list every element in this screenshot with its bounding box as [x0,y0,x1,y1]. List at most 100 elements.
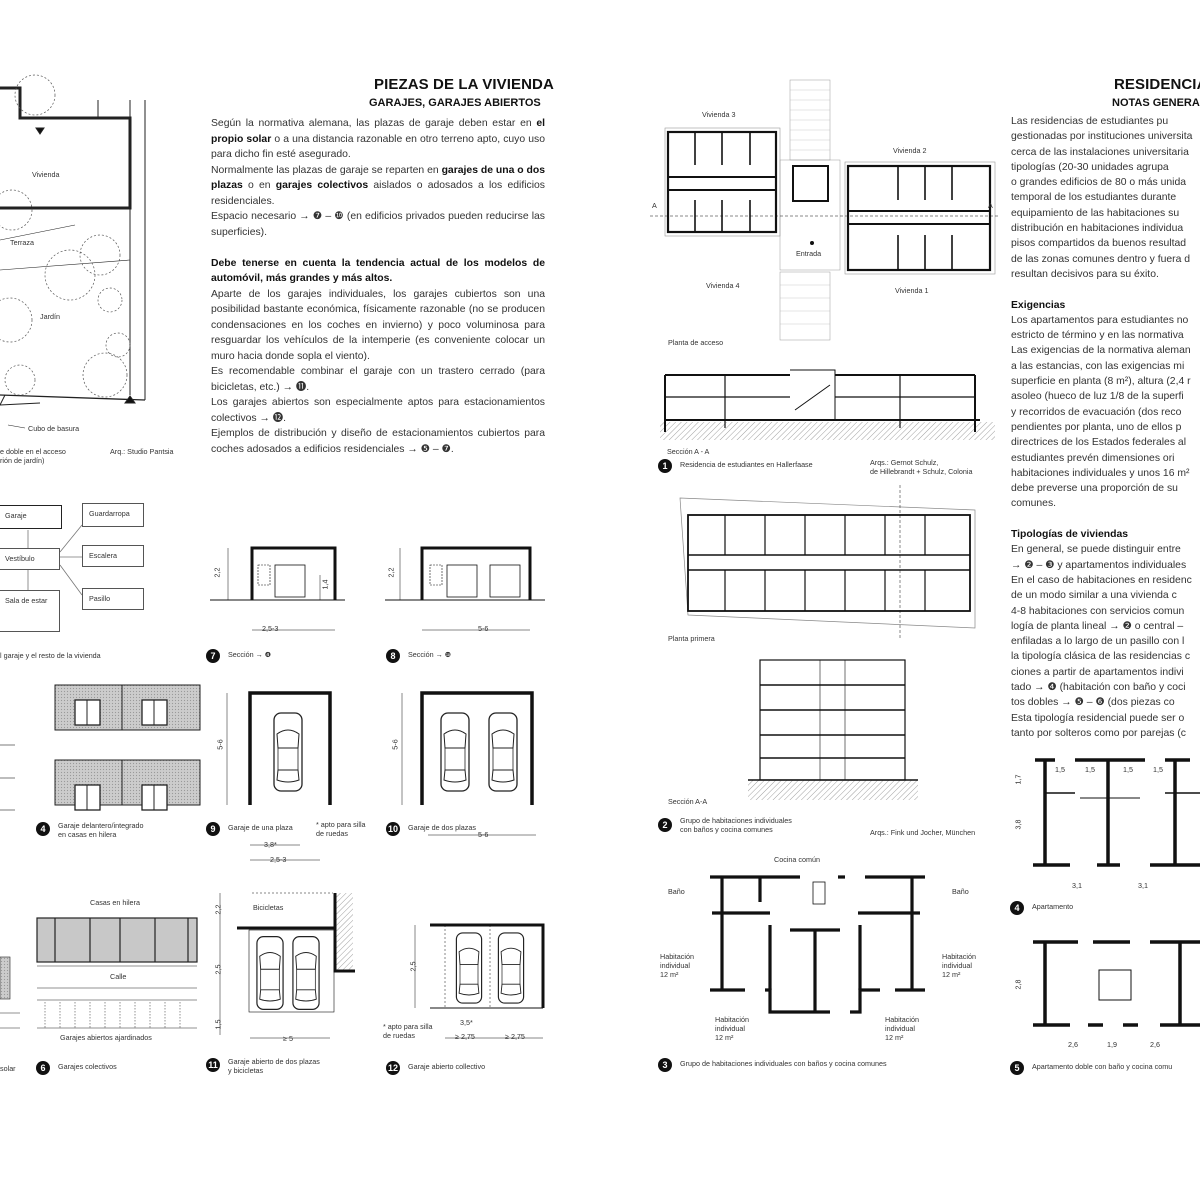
body-line: tanto por solteros como por parejas (c [1011,727,1186,739]
body-line: En el caso de habitaciones en residenc [1011,574,1192,586]
body-line: asoleo (hueco de luz 1/8 de la superfi [1011,391,1184,403]
dim-f4-5: 1,7 [1013,774,1023,785]
body-paragraph: Espacio necesario → ❼ – ❿ (en edificios … [211,209,545,240]
dim-f8-height: 2,2 [386,567,396,578]
figure-number-badge: 5 [1010,1061,1024,1075]
dim-f5-2: 2,6 [1068,1040,1078,1049]
text: Aparte de los garajes individuales, los … [211,288,545,362]
body-line: ciones a partir de apartamentos indivi [1011,666,1184,678]
architect-credit-2: Arqs.: Fink und Jocher, München [870,828,976,837]
body-line: Las residencias de estudiantes pu [1011,116,1169,127]
caption-text: Grupo de habitaciones individuales con b… [680,816,792,834]
site-plan-caption-1: e doble en el acceso [0,447,66,456]
left-body-text: Según la normativa alemana, las plazas d… [211,116,545,457]
caption-seccion-1: Sección A - A [667,447,710,456]
dim-f9-width: 2,5-3 [270,855,287,864]
label-casas-hilera: Casas en hilera [90,898,140,907]
body-line: resultan decisivos para su éxito. [1011,268,1159,280]
figure-number-badge: 9 [206,822,220,836]
bold-text: Debe tenerse en cuenta la tendencia actu… [211,257,545,285]
caption-text: Apartamento doble con baño y cocina comu [1032,1062,1173,1071]
double-garage-plan [401,691,536,836]
body-line: pendientes por planta, uno de ellos p [1011,421,1182,433]
right-body-text: Las residencias de estudiantes pu gestion… [1011,114,1192,741]
page-title-left: PIEZAS DE LA VIVIENDA [374,76,554,93]
label-vivienda-1: Vivienda 1 [895,286,929,295]
body-paragraph: Ejemplos de distribución y diseño de est… [211,426,545,457]
body-line: la tipología clásica de las residencias … [1011,651,1191,663]
dim-f9-wheelchair: 3,8* [264,840,277,849]
first-floor-plan [679,485,976,640]
caption-seccion-2: Sección A-A [668,797,708,806]
caption-text: Sección → ❹ [228,650,272,659]
label-section-a-left: A [652,201,657,210]
caption-text: Garaje de una plaza [228,823,293,832]
body-line: Los apartamentos para estudiantes no [1011,314,1189,326]
caption-text: Garajes colectivos [58,1062,117,1071]
body-paragraph: Los garajes abiertos son especialmente a… [211,395,545,426]
dim-f11-3: 1,5 [213,1019,223,1030]
caption-text: Garaje abierto de dos plazas y bicicleta… [228,1057,320,1075]
text: Según la normativa alemana, las plazas d… [211,118,537,129]
dim-f4-4: 1,5 [1153,765,1163,774]
caption-planta-acceso: Planta de acceso [668,338,724,347]
body-line: debe preverse una proporción de su [1011,483,1178,495]
building-section-2 [748,659,918,800]
section-heading: Tipologías de viviendas [1011,529,1129,541]
figure-number-badge: 7 [206,649,220,663]
label-section-a-right: A [988,201,993,210]
label-terraza: Terraza [10,238,34,247]
caption-text: Apartamento [1032,902,1074,911]
dim-f4-8: 3,1 [1138,881,1148,890]
dim-f10-width: 5-6 [478,830,489,839]
body-line: y recorridos de evacuación (dos reco [1011,406,1182,418]
body-line: 4-8 habitaciones con servicios comun [1011,605,1185,617]
text: aislados o adosados a los edificios resi… [211,180,545,207]
dim-f4-2: 1,5 [1085,765,1095,774]
body-paragraph: Es recomendable combinar el garaje con u… [211,364,545,395]
body-paragraph: Aparte de los garajes individuales, los … [211,287,545,365]
relationship-diagram-lines [27,524,83,596]
body-paragraph: Normalmente las plazas de garaje se repa… [211,163,545,210]
bold-text: garajes colectivos [275,180,369,191]
figure-number-badge: 12 [386,1061,400,1075]
apartment-plan [1033,758,1200,867]
body-line: directrices de los Estados federales al [1011,437,1186,449]
label-habitacion-1: Habitación individual 12 m² [660,952,694,979]
body-line: estricto de término y en las normativa [1011,330,1184,342]
figure-number-badge: 6 [36,1061,50,1075]
double-apartment-plan [1033,940,1200,1027]
caption-planta-primera: Planta primera [668,634,715,643]
body-line: cerca de las instalaciones universitaria [1011,146,1189,158]
dim-f12-depth: 2,5 [408,961,418,972]
caption-text: Residencia de estudiantes en Hallerfaase [680,460,813,469]
body-line: equipamiento de las habitaciones su [1011,207,1180,219]
dim-f12-wheelchair: 3,5* [460,1018,473,1027]
label-jardin: Jardín [40,312,60,321]
dim-f5-4: 2,6 [1150,1040,1160,1049]
garage-section-single [210,546,345,631]
open-garage-bicycles-plan [219,892,355,1039]
body-line: habitaciones individuales y unos 16 m² [1011,467,1190,479]
site-plan-architect: Arq.: Studio Pantsia [110,447,174,456]
label-garajes-ajardinados: Garajes abiertos ajardinados [60,1033,152,1042]
text: Espacio necesario → ❼ – ❿ (en edificios … [211,211,545,238]
dim-f7-door: 1,4 [320,579,330,590]
architect-credit-1: Arqs.: Gernot Schulz, de Hillebrandt + S… [870,458,973,476]
body-line: comunes. [1011,498,1057,510]
figure-number-badge: 3 [658,1058,672,1072]
label-vivienda-4: Vivienda 4 [706,281,740,290]
label-vivienda-3: Vivienda 3 [702,110,736,119]
body-line: superficie en planta (8 m²), altura (2,4… [1011,376,1191,388]
body-line: gestionadas por instituciones universita [1011,131,1193,143]
page-title-right: RESIDENCIA [1114,76,1200,93]
row-house-garages-drawing [0,684,201,811]
body-line: o grandes edificios de 80 o más unida [1011,177,1187,189]
body-line [1011,282,1192,297]
access-floor-plan [650,79,1000,341]
label-vivienda: Vivienda [32,170,60,179]
dim-f12-w1: ≥ 2,75 [455,1032,475,1041]
dim-f11-1: 2,2 [213,904,223,915]
figure-number-badge: 2 [658,818,672,832]
